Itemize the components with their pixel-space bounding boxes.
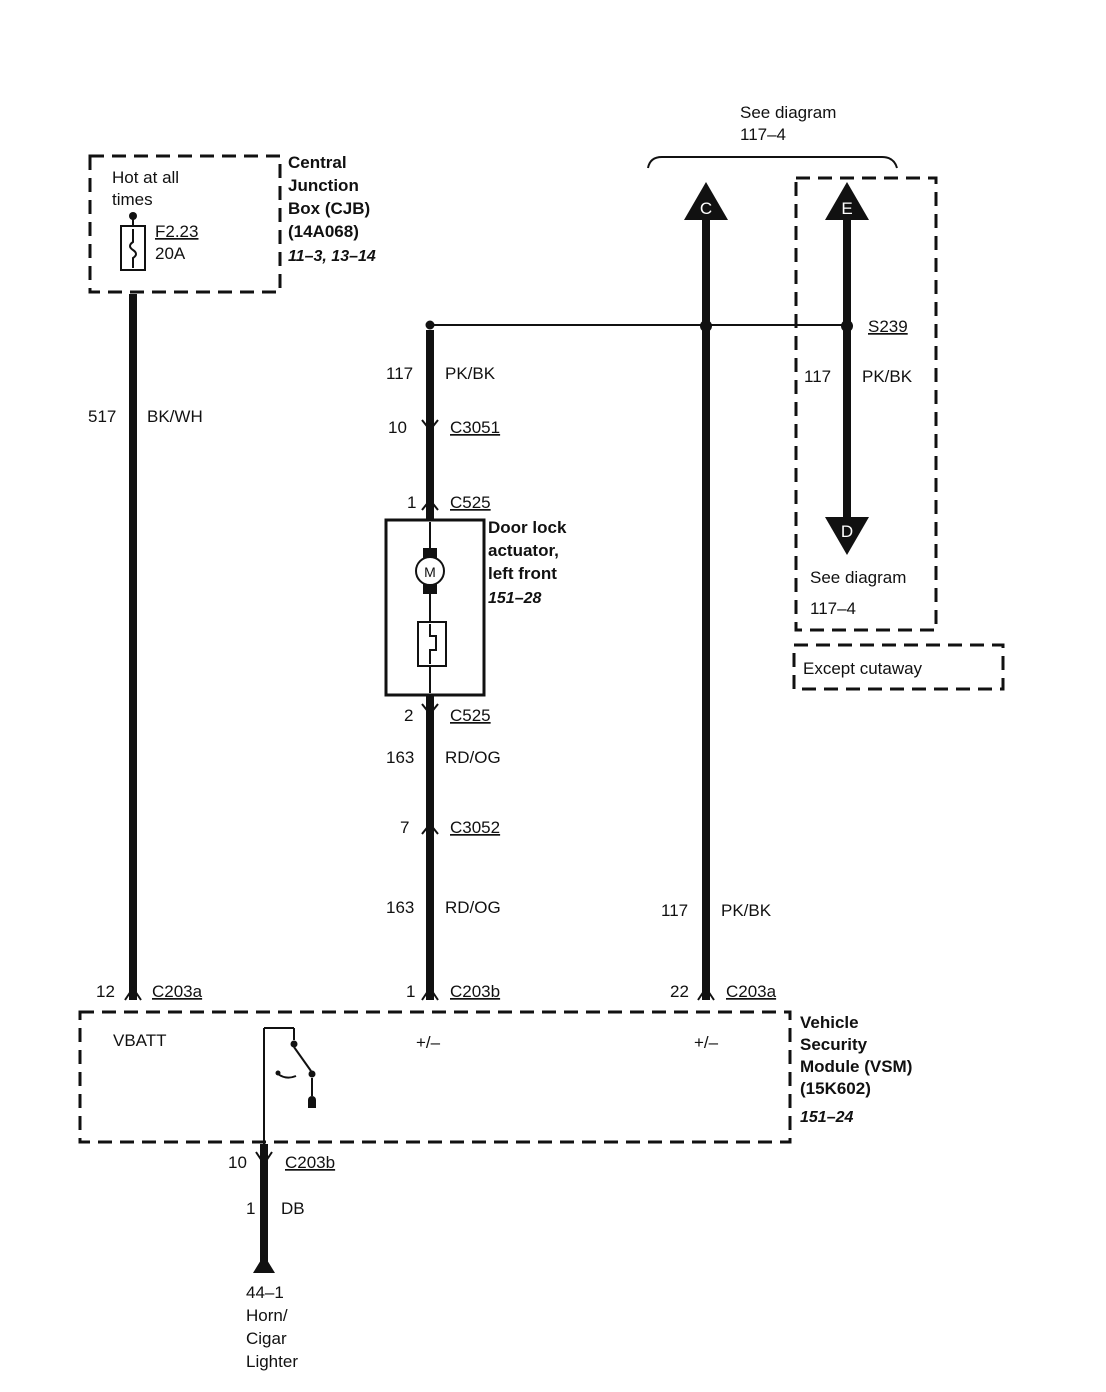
see-diagram-brace (647, 156, 898, 169)
see-diagram-top-label: See diagram (740, 103, 836, 122)
motor-label: M (424, 564, 436, 580)
c525-pin2: 2 (404, 706, 413, 725)
see-diagram-right-ref: 117–4 (810, 599, 856, 618)
cjb-hot-line1: Hot at all (112, 168, 179, 187)
wire-163a-color: RD/OG (445, 748, 501, 767)
cjb-hot-line2: times (112, 190, 153, 209)
c203a-22-pin: 22 (670, 982, 689, 1001)
connector-c525-pin1-icon (421, 498, 439, 511)
cjb-ref: 11–3, 13–14 (288, 248, 376, 265)
c3051-name: C3051 (450, 418, 500, 437)
wire-163b-num: 163 (386, 898, 414, 917)
vsm-title-line1: Vehicle (800, 1013, 859, 1032)
arrow-d-label: D (841, 522, 853, 541)
c3051-pin: 10 (388, 418, 407, 437)
wire-163b-color: RD/OG (445, 898, 501, 917)
door-lock-title-line1: Door lock (488, 518, 567, 537)
splice-label: S239 (868, 317, 908, 336)
except-cutaway-box (792, 643, 1005, 691)
wire-117-door-num: 117 (386, 364, 413, 383)
c203b-10-pin: 10 (228, 1153, 247, 1172)
vsm-ref: 151–24 (800, 1109, 853, 1126)
circuit-breaker-icon (417, 621, 447, 667)
see-diagram-top-ref: 117–4 (740, 125, 786, 144)
vsm-vbatt: VBATT (113, 1031, 167, 1050)
horn-line3: Cigar (246, 1329, 287, 1348)
horn-ref: 44–1 (246, 1283, 284, 1302)
fuse-id: F2.23 (155, 222, 198, 241)
arrow-d (825, 517, 869, 555)
arrow-c-label: C (700, 199, 712, 218)
vsm-title-line3: Module (VSM) (800, 1057, 912, 1076)
connector-c525-pin2-icon (421, 703, 439, 716)
cutaway-option-box (794, 176, 938, 632)
wire-117-vsm-color: PK/BK (721, 901, 772, 920)
wire-517-color: BK/WH (147, 407, 203, 426)
connector-c203b-1-icon (421, 986, 439, 1001)
connector-c203a-12-icon (124, 986, 142, 1001)
c203a-12-name: C203a (152, 982, 203, 1001)
wire-117-door-color: PK/BK (445, 364, 496, 383)
c203b-10-name: C203b (285, 1153, 335, 1172)
wire-117-right-num: 117 (804, 367, 831, 386)
ground-arrow-icon (253, 1255, 275, 1273)
wire-1-db-num: 1 (246, 1199, 255, 1218)
door-lock-title-line3: left front (488, 564, 557, 583)
c3052-name: C3052 (450, 818, 500, 837)
wire-163a-num: 163 (386, 748, 414, 767)
c203a-22-name: C203a (726, 982, 777, 1001)
cjb-title-line3: Box (CJB) (288, 199, 370, 218)
except-cutaway-label: Except cutaway (803, 659, 923, 678)
c3052-pin: 7 (400, 818, 409, 837)
cjb-title-line4: (14A068) (288, 222, 359, 241)
vsm-pm-1: +/– (416, 1033, 441, 1052)
cjb-title-line2: Junction (288, 176, 359, 195)
wire-517-num: 517 (88, 407, 116, 426)
cjb-title-line1: Central (288, 153, 347, 172)
vsm-box (78, 1010, 792, 1144)
door-lock-actuator-box (384, 518, 486, 697)
arrow-c (684, 182, 728, 220)
c525-pin1: 1 (407, 493, 416, 512)
wire-1-db-color: DB (281, 1199, 305, 1218)
horn-line4: Lighter (246, 1352, 298, 1371)
c203b-1-name: C203b (450, 982, 500, 1001)
vsm-title-line2: Security (800, 1035, 868, 1054)
connector-c203b-10-icon (255, 1151, 273, 1166)
connector-c203a-22-icon (697, 986, 715, 1001)
arrow-e (825, 182, 869, 220)
c203b-1-pin: 1 (406, 982, 415, 1001)
wire-117-vsm-num: 117 (661, 901, 688, 920)
fuse-rating: 20A (155, 244, 186, 263)
arrow-e-label: E (841, 199, 852, 218)
c525-name-1: C525 (450, 493, 491, 512)
door-lock-title-line2: actuator, (488, 541, 559, 560)
splice-dot-left (425, 320, 435, 330)
connector-c3051-icon (421, 419, 439, 432)
relay-switch-icon (263, 1027, 316, 1145)
vsm-title-line4: (15K602) (800, 1079, 871, 1098)
see-diagram-right-label: See diagram (810, 568, 906, 587)
fuse-element-icon (129, 229, 137, 268)
horn-line2: Horn/ (246, 1306, 288, 1325)
c525-name-2: C525 (450, 706, 491, 725)
fuse-f2-23 (120, 225, 146, 271)
wire-117-right-color: PK/BK (862, 367, 913, 386)
c203a-12-pin: 12 (96, 982, 115, 1001)
vsm-pm-2: +/– (694, 1033, 719, 1052)
cjb-box (88, 154, 282, 294)
door-lock-ref: 151–28 (488, 590, 541, 607)
connector-c3052-icon (421, 822, 439, 835)
